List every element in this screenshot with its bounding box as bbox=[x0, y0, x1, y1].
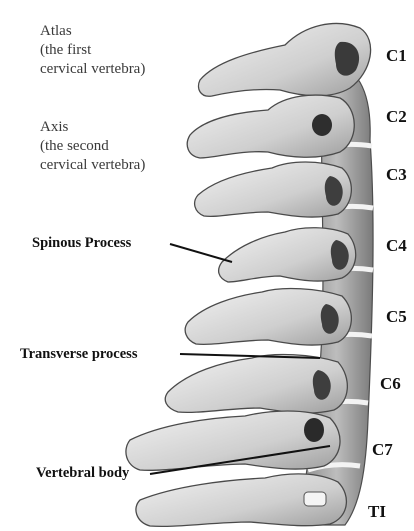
level-label-c1: C1 bbox=[386, 46, 407, 65]
level-label-t1: TI bbox=[368, 502, 386, 521]
atlas-desc-line2: (the first bbox=[40, 41, 145, 60]
vertebra-c1 bbox=[199, 23, 371, 96]
level-label-c4: C4 bbox=[386, 236, 407, 255]
atlas-name: Atlas bbox=[40, 22, 145, 41]
transverse-process-label: Transverse process bbox=[20, 345, 137, 364]
spinous-process-leader bbox=[170, 244, 232, 262]
axis-label: Axis (the second cervical vertebra) bbox=[40, 118, 145, 175]
axis-name: Axis bbox=[40, 118, 145, 137]
vertebra-c3 bbox=[195, 162, 352, 217]
spinous-process-label: Spinous Process bbox=[32, 234, 131, 253]
level-label-c2: C2 bbox=[386, 107, 407, 126]
vertebra-c4 bbox=[219, 228, 356, 282]
axis-desc-line2: (the second bbox=[40, 137, 145, 156]
level-label-c6: C6 bbox=[380, 374, 401, 393]
level-label-c3: C3 bbox=[386, 165, 407, 184]
axis-desc-line3: cervical vertebra) bbox=[40, 156, 145, 175]
vertebra-c6 bbox=[165, 355, 347, 414]
atlas-desc-line3: cervical vertebra) bbox=[40, 60, 145, 79]
vertebra-c2 bbox=[187, 95, 354, 158]
level-label-c5: C5 bbox=[386, 307, 407, 326]
level-label-c7: C7 bbox=[372, 440, 393, 459]
vertebral-body-label: Vertebral body bbox=[36, 464, 129, 483]
atlas-label: Atlas (the first cervical vertebra) bbox=[40, 22, 145, 79]
vertebra-t1 bbox=[136, 474, 346, 527]
vertebra-c5 bbox=[185, 289, 351, 346]
